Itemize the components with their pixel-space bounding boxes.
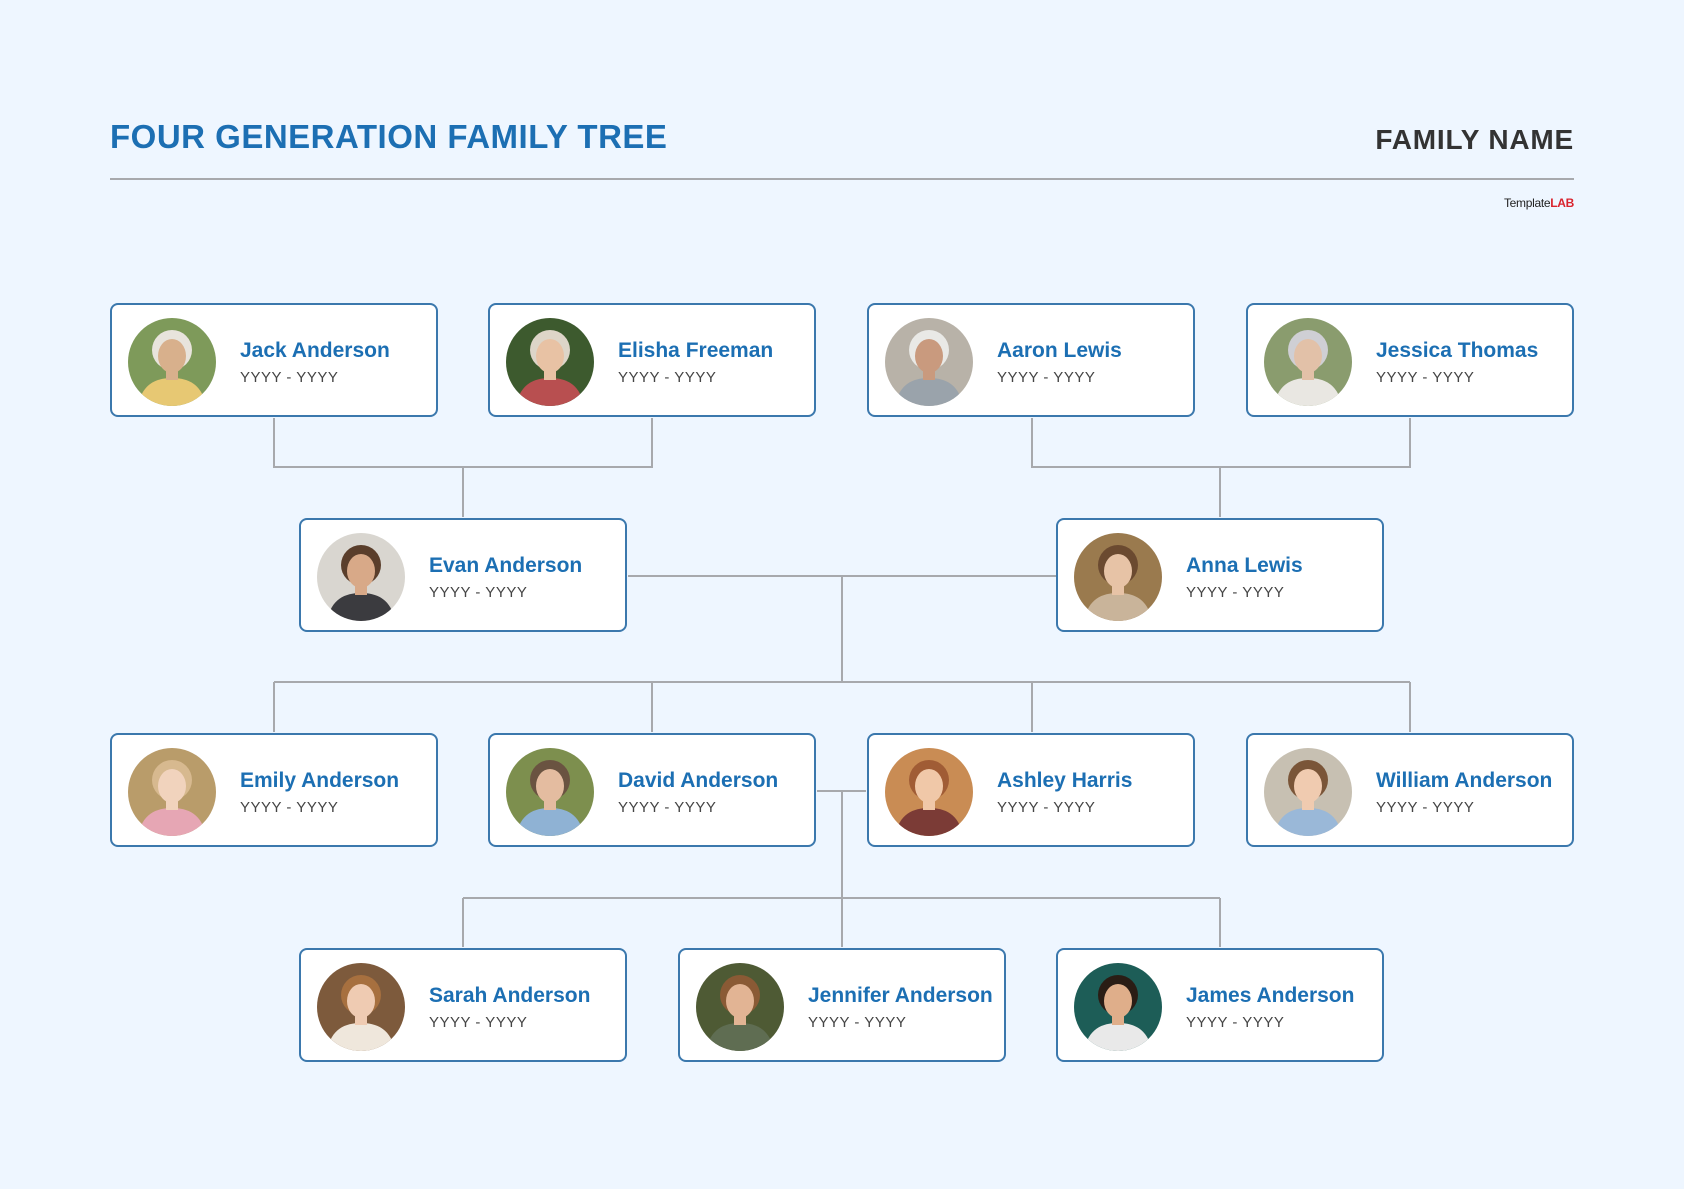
member-years: YYYY - YYYY (240, 369, 339, 386)
family-name-heading: FAMILY NAME (1375, 124, 1574, 155)
member-years: YYYY - YYYY (1186, 584, 1285, 601)
portrait-photo (885, 318, 973, 406)
member-card-anna-lewis[interactable]: Anna Lewis YYYY - YYYY (1056, 518, 1384, 632)
person-portrait-icon (506, 748, 594, 836)
person-portrait-icon (1264, 318, 1352, 406)
person-portrait-icon (128, 748, 216, 836)
member-name: Jack Anderson (240, 339, 390, 362)
member-years: YYYY - YYYY (618, 369, 717, 386)
member-card-jessica-thomas[interactable]: Jessica Thomas YYYY - YYYY (1246, 303, 1574, 417)
member-card-william-anderson[interactable]: William Anderson YYYY - YYYY (1246, 733, 1574, 847)
portrait-photo (317, 533, 405, 621)
member-card-jennifer-anderson[interactable]: Jennifer Anderson YYYY - YYYY (678, 948, 1006, 1062)
member-years: YYYY - YYYY (618, 799, 717, 816)
member-years: YYYY - YYYY (1376, 799, 1475, 816)
member-years: YYYY - YYYY (808, 1014, 907, 1031)
member-name: David Anderson (618, 769, 779, 792)
portrait-photo (696, 963, 784, 1051)
brand-logo-part1: Template (1503, 196, 1551, 210)
person-portrait-icon (885, 748, 973, 836)
member-card-evan-anderson[interactable]: Evan Anderson YYYY - YYYY (299, 518, 627, 632)
portrait-photo (1264, 318, 1352, 406)
member-years: YYYY - YYYY (997, 369, 1096, 386)
member-name: Jennifer Anderson (808, 984, 993, 1007)
person-portrait-icon (1074, 963, 1162, 1051)
portrait-photo (317, 963, 405, 1051)
member-name: William Anderson (1376, 769, 1553, 792)
member-card-emily-anderson[interactable]: Emily Anderson YYYY - YYYY (110, 733, 438, 847)
member-name: Sarah Anderson (429, 984, 591, 1007)
member-card-elisha-freeman[interactable]: Elisha Freeman YYYY - YYYY (488, 303, 816, 417)
member-card-sarah-anderson[interactable]: Sarah Anderson YYYY - YYYY (299, 948, 627, 1062)
person-portrait-icon (885, 318, 973, 406)
member-years: YYYY - YYYY (429, 584, 528, 601)
brand-logo-part2: LAB (1550, 196, 1574, 210)
connector-aaron-jessica (1031, 418, 1411, 468)
portrait-photo (1074, 533, 1162, 621)
portrait-photo (506, 318, 594, 406)
member-name: Evan Anderson (429, 554, 583, 577)
member-name: Elisha Freeman (618, 339, 774, 362)
member-years: YYYY - YYYY (240, 799, 339, 816)
connector-jack-elisha (273, 418, 653, 468)
member-name: Ashley Harris (997, 769, 1133, 792)
header-divider (110, 178, 1574, 180)
person-portrait-icon (128, 318, 216, 406)
member-years: YYYY - YYYY (997, 799, 1096, 816)
member-name: Emily Anderson (240, 769, 400, 792)
page-title: FOUR GENERATION FAMILY TREE (110, 118, 668, 155)
member-years: YYYY - YYYY (429, 1014, 528, 1031)
member-name: James Anderson (1186, 984, 1355, 1007)
person-portrait-icon (506, 318, 594, 406)
brand-logo: TemplateLAB (1504, 196, 1574, 210)
person-portrait-icon (1074, 533, 1162, 621)
portrait-photo (128, 318, 216, 406)
member-name: Aaron Lewis (997, 339, 1122, 362)
portrait-photo (1264, 748, 1352, 836)
member-name: Jessica Thomas (1376, 339, 1539, 362)
member-name: Anna Lewis (1186, 554, 1303, 577)
portrait-photo (885, 748, 973, 836)
person-portrait-icon (317, 963, 405, 1051)
person-portrait-icon (696, 963, 784, 1051)
member-card-aaron-lewis[interactable]: Aaron Lewis YYYY - YYYY (867, 303, 1195, 417)
member-card-jack-anderson[interactable]: Jack Anderson YYYY - YYYY (110, 303, 438, 417)
member-card-david-anderson[interactable]: David Anderson YYYY - YYYY (488, 733, 816, 847)
person-portrait-icon (317, 533, 405, 621)
portrait-photo (506, 748, 594, 836)
member-card-ashley-harris[interactable]: Ashley Harris YYYY - YYYY (867, 733, 1195, 847)
portrait-photo (1074, 963, 1162, 1051)
member-card-james-anderson[interactable]: James Anderson YYYY - YYYY (1056, 948, 1384, 1062)
portrait-photo (128, 748, 216, 836)
person-portrait-icon (1264, 748, 1352, 836)
member-years: YYYY - YYYY (1186, 1014, 1285, 1031)
member-years: YYYY - YYYY (1376, 369, 1475, 386)
